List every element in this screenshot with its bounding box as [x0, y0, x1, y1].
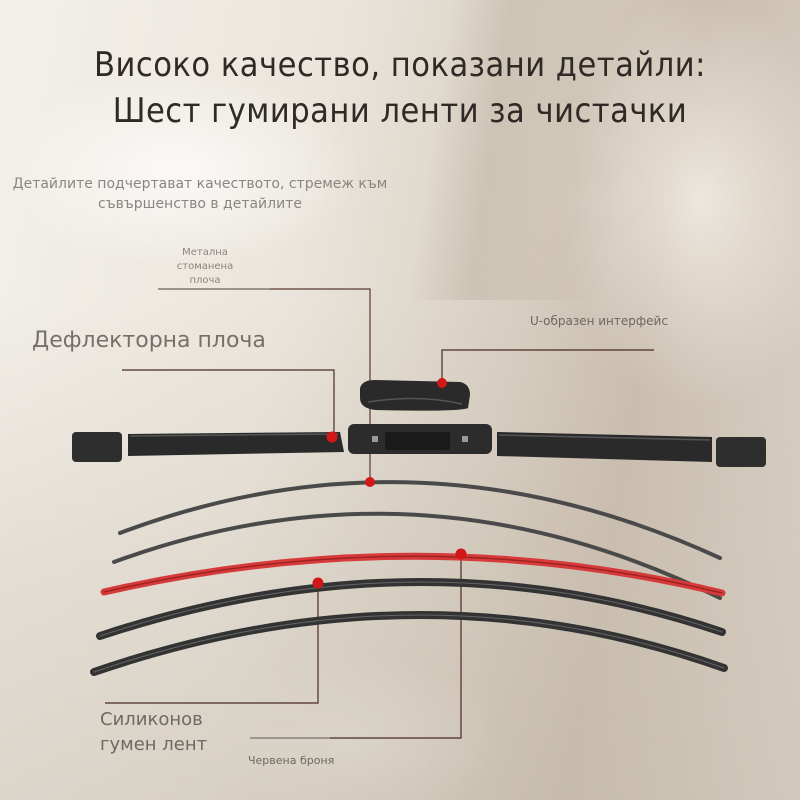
u-adapter — [360, 380, 470, 411]
connector-clip-left — [372, 436, 378, 442]
callout-u-interface: U-образен интерфейс — [530, 314, 668, 328]
callout-silicone-line-1: Силиконов — [100, 709, 203, 730]
callout-silicone-strip: Силиконов гумен лент — [100, 707, 207, 757]
deflector-right — [497, 432, 712, 462]
callout-silicone-line-2: гумен лент — [100, 734, 208, 755]
callout-deflector-plate: Дефлекторна плоча — [32, 328, 266, 353]
metal-spring-strip-1 — [118, 480, 722, 560]
silicone-rubber-strip-2 — [90, 611, 728, 676]
callout-metal-plate: Метална стоманена плоча — [170, 246, 240, 288]
subtitle: Детайлите подчертават качеството, стреме… — [0, 174, 400, 214]
leader-deflector — [122, 369, 335, 436]
title-line-2: Шест гумирани ленти за чистачки — [112, 91, 688, 131]
silicone-rubber-strip-1-groove — [99, 581, 723, 637]
metal-spring-strip-2 — [112, 511, 722, 600]
wiper-parts — [72, 380, 766, 467]
leader-silicone — [105, 583, 319, 704]
callout-markers — [312, 378, 467, 589]
end-cap-right — [716, 437, 766, 467]
callout-metal-plate-line-1: Метална — [182, 247, 228, 258]
callout-metal-plate-line-3: плоча — [189, 275, 221, 286]
subtitle-line-1: Детайлите подчертават качеството, стреме… — [12, 176, 388, 192]
deflector-left — [128, 432, 344, 456]
connector-slot — [385, 432, 450, 450]
subtitle-line-2: съвършенство в детайлите — [98, 196, 302, 212]
callout-metal-plate-line-2: стоманена — [176, 261, 234, 272]
end-cap-left — [72, 432, 122, 462]
leader-u-interface — [441, 349, 654, 382]
deflector-right-shine — [498, 434, 711, 441]
red-armor-strip-edge — [103, 555, 723, 594]
silicone-rubber-strip-2-groove — [93, 614, 725, 673]
marker-red-armor — [455, 548, 467, 560]
marker-silicone — [312, 577, 324, 589]
marker-deflector — [326, 431, 338, 443]
callout-red-armor: Червена броня — [248, 754, 335, 767]
marker-metal-plate — [365, 477, 375, 487]
wiper-strips — [90, 480, 728, 676]
marker-u-interface — [437, 378, 447, 388]
connector-clip-right — [462, 436, 468, 442]
title-line-1: Високо качество, показани детайли: — [94, 45, 706, 85]
deflector-left-shine — [129, 433, 339, 437]
u-adapter-shine — [367, 397, 463, 405]
